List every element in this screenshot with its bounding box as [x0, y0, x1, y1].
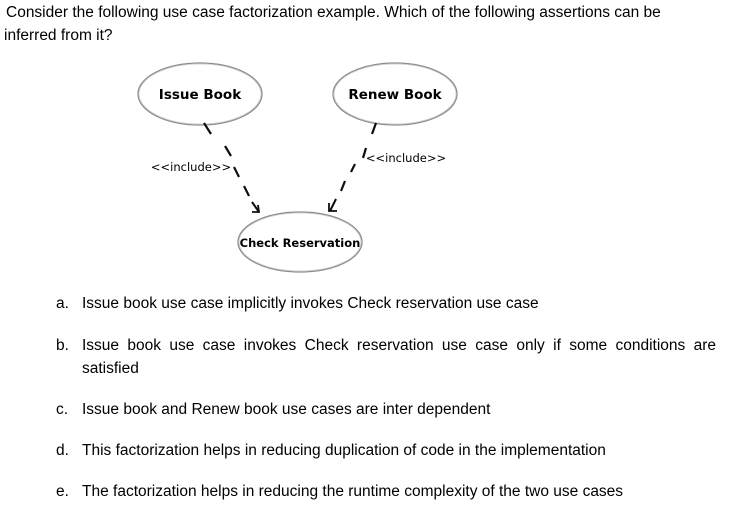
option-a-text: Issue book use case implicitly invokes C… — [82, 295, 539, 312]
option-a[interactable]: a. Issue book use case implicitly invoke… — [56, 292, 716, 315]
option-b-letter: b. — [56, 337, 69, 354]
question-line-1: Consider the following use case factoriz… — [6, 4, 661, 21]
include-arrow-left — [203, 122, 261, 213]
use-case-issue-book: Issue Book — [137, 62, 263, 126]
option-d-text: This factorization helps in reducing dup… — [82, 442, 606, 459]
question-text: Consider the following use case factoriz… — [4, 1, 726, 47]
option-e[interactable]: e. The factorization helps in reducing t… — [56, 480, 716, 503]
use-case-renew-book-label: Renew Book — [348, 87, 442, 103]
option-a-letter: a. — [56, 295, 69, 312]
option-c-letter: c. — [56, 401, 69, 418]
include-label-right: <<include>> — [366, 151, 446, 165]
option-d-letter: d. — [56, 442, 69, 459]
use-case-check-reservation-label: Check Reservation — [240, 236, 361, 250]
use-case-renew-book: Renew Book — [332, 62, 458, 126]
use-case-check-reservation: Check Reservation — [237, 211, 363, 273]
option-e-text: The factorization helps in reducing the … — [82, 483, 624, 500]
include-arrow-right — [328, 122, 378, 212]
include-label-left: <<include>> — [151, 160, 231, 174]
use-case-issue-book-label: Issue Book — [159, 87, 242, 103]
option-c[interactable]: c. Issue book and Renew book use cases a… — [56, 398, 716, 421]
option-c-text: Issue book and Renew book use cases are … — [82, 401, 491, 418]
use-case-diagram: Issue Book Renew Book Check Reservation … — [137, 62, 458, 273]
question-line-2: inferred from it? — [4, 27, 113, 44]
option-b-text: Issue book use case invokes Check reserv… — [82, 337, 716, 377]
option-b[interactable]: b. Issue book use case invokes Check res… — [56, 334, 716, 380]
option-d[interactable]: d. This factorization helps in reducing … — [56, 439, 716, 462]
option-e-letter: e. — [56, 483, 69, 500]
